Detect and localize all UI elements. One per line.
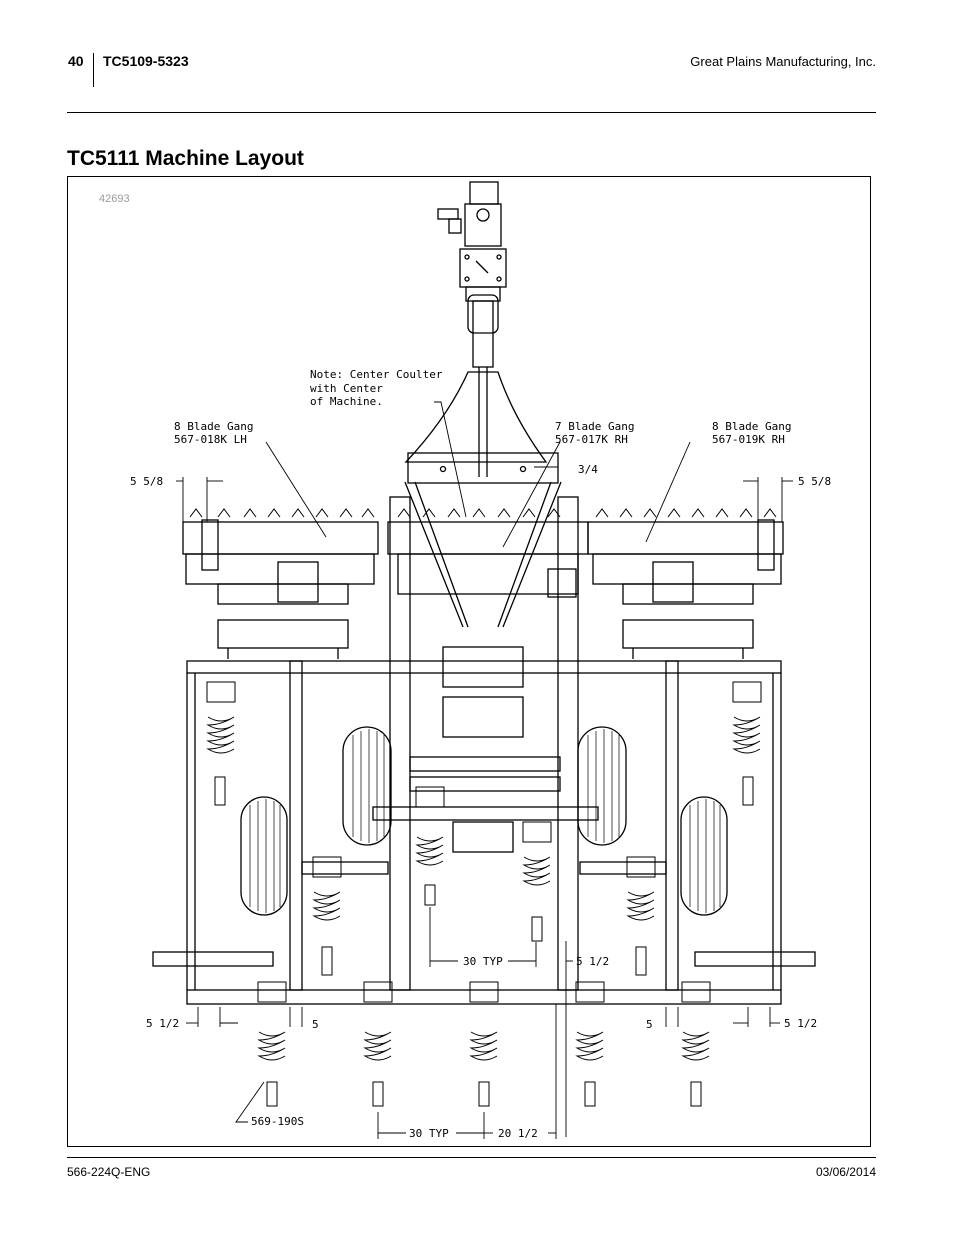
dim-5-half-left: 5 1/2	[146, 1017, 179, 1030]
dim-20-half: 20 1/2	[498, 1127, 538, 1140]
shank-assemblies	[206, 681, 762, 1107]
dim-left-top: 5 5/8	[130, 475, 163, 488]
dim-5-right: 5	[646, 1018, 653, 1031]
dim-5-half-right: 5 1/2	[784, 1017, 817, 1030]
company-name: Great Plains Manufacturing, Inc.	[690, 54, 876, 69]
note-line-2: with Center	[310, 382, 383, 395]
footer-rule	[67, 1157, 876, 1158]
dim-30-typ-upper: 30 TYP	[463, 955, 503, 968]
dim-30-typ-lower: 30 TYP	[409, 1127, 449, 1140]
main-frame	[152, 481, 816, 1005]
gauge-wheels	[240, 726, 728, 916]
right-gang-part: 567-019K RH	[712, 433, 785, 446]
footer-date: 03/06/2014	[815, 1165, 876, 1179]
header-divider	[93, 53, 94, 87]
right-gang-name: 8 Blade Gang	[712, 420, 791, 433]
dim-5-left: 5	[312, 1018, 319, 1031]
center-gang-part: 567-017K RH	[555, 433, 628, 446]
footer-doc-number: 566-224Q-ENG	[67, 1165, 151, 1179]
dim-right-top: 5 5/8	[798, 475, 831, 488]
coulter-gangs	[182, 508, 784, 659]
center-gang-name: 7 Blade Gang	[555, 420, 634, 433]
figure-id: 42693	[99, 193, 130, 205]
page-number: 40	[68, 53, 84, 69]
figure-frame	[67, 176, 871, 1147]
left-gang-part: 567-018K LH	[174, 433, 247, 446]
drawing-labels: Note: Center Coulter with Center of Mach…	[130, 368, 831, 1140]
dim-three-quarter: 3/4	[578, 463, 598, 476]
header-rule	[67, 112, 876, 113]
part-shank-label: 569-190S	[251, 1115, 304, 1128]
dimension-lines	[176, 401, 793, 1139]
note-line-3: of Machine.	[310, 395, 383, 408]
hitch-tongue	[404, 181, 559, 484]
document-code: TC5109-5323	[103, 53, 189, 69]
left-gang-name: 8 Blade Gang	[174, 420, 253, 433]
dim-5-half-upper: 5 1/2	[576, 955, 609, 968]
note-line-1: Note: Center Coulter	[310, 368, 443, 381]
machine-layout-drawing: Note: Center Coulter with Center of Mach…	[130, 181, 831, 1140]
page-title: TC5111 Machine Layout	[67, 147, 304, 170]
